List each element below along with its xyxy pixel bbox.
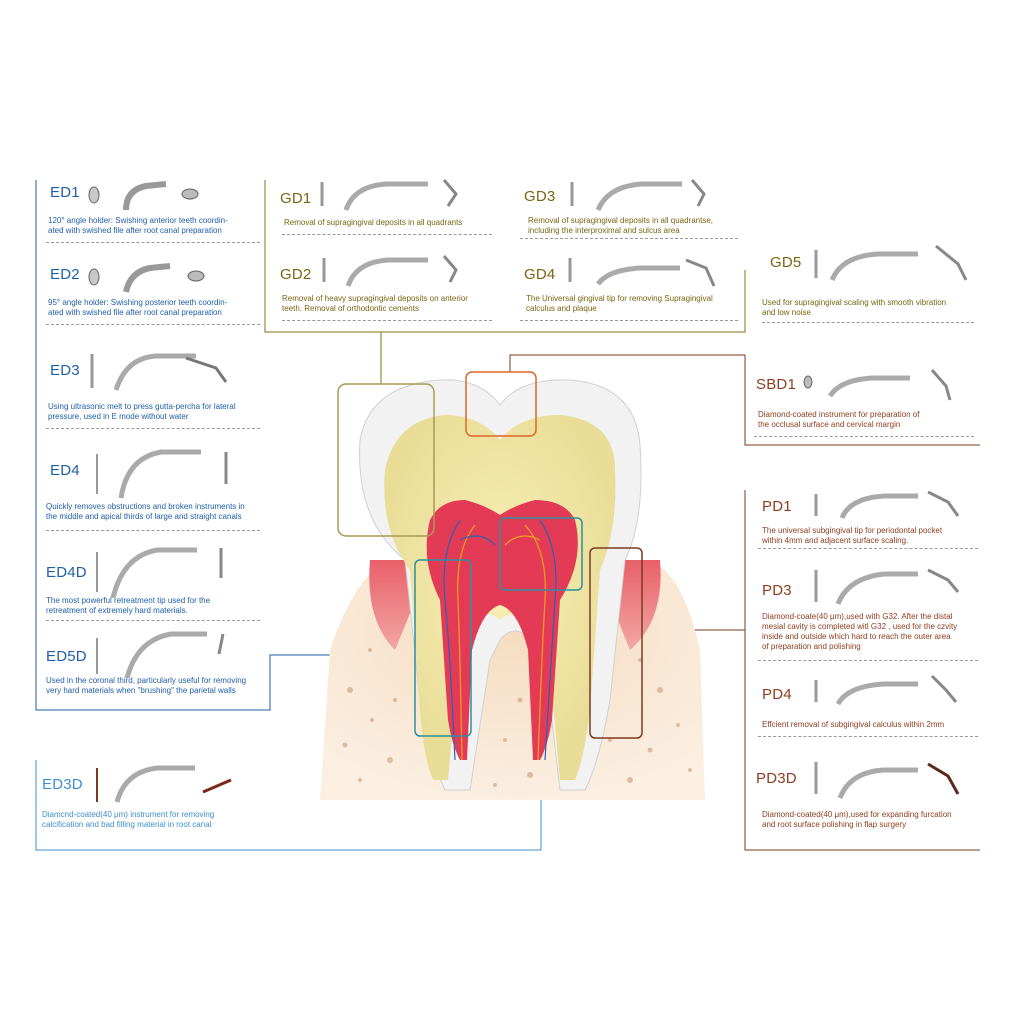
scaler-tip-icon: [322, 255, 458, 287]
ed3d-item: ED3D Diamcnd-coated(40 μm) instrument fo…: [36, 760, 296, 840]
gd4-item: GD4 The Universal gingival tip for remov…: [520, 252, 746, 324]
tip-code: ED5D: [46, 648, 87, 665]
gd1-item: GD1 Removal of supragingival deposits in…: [276, 176, 496, 240]
gd3-item: GD3 Removal of supragingival deposits in…: [520, 176, 746, 242]
scaler-tip-icon: [814, 490, 960, 520]
tip-code: GD5: [770, 254, 802, 271]
tip-description: Used for supragingival scaling with smoo…: [762, 298, 947, 317]
tip-code: GD3: [524, 188, 556, 205]
tip-code: GD1: [280, 190, 312, 207]
tip-code: ED1: [50, 184, 80, 201]
tip-code: SBD1: [756, 376, 796, 393]
scaler-tip-icon: [96, 449, 228, 499]
tip-description: Quickly removes obstructions and broken …: [46, 502, 245, 521]
tip-description: The universal subgingival tip for period…: [762, 526, 943, 545]
pd1-item: PD1 The universal subgingival tip for pe…: [752, 484, 978, 552]
tip-description: Using ultrasonic melt to press gutta-per…: [48, 402, 236, 421]
tip-description: Removal of supragingival deposits in all…: [284, 218, 463, 227]
ed3-item: ED3 Using ultrasonic melt to press gutta…: [36, 346, 266, 430]
scaler-tip-icon: [814, 244, 968, 282]
sbd1-item: SBD1 Diamond-coated instrument for prepa…: [748, 362, 978, 442]
pd3-item: PD3 Diamond-coate(40 μm),used with G32. …: [752, 560, 978, 664]
scaler-tip-icon: [803, 369, 952, 401]
tip-description: Diamond-coate(40 μm),used with G32. Afte…: [762, 612, 958, 651]
tip-description: The Universal gingival tip for removing …: [526, 294, 713, 313]
scaler-tip-icon: [568, 258, 716, 287]
tip-description: Diamond-coated instrument for preparatio…: [758, 410, 920, 429]
scaler-tip-icon: [814, 762, 960, 800]
ed2-item: ED2 95° angle holder: Swishing posterior…: [36, 262, 266, 326]
tip-description: Used in the coronal third, particularly …: [46, 676, 247, 695]
scaler-tip-icon: [96, 765, 232, 803]
tip-code: ED4: [50, 462, 80, 479]
ed4d-item: ED4D The most powerful retreatment tip u…: [36, 540, 266, 624]
tip-code: ED2: [50, 266, 80, 283]
tip-description: 95° angle holder: Swishing posterior tee…: [48, 298, 228, 317]
gd2-item: GD2 Removal of heavy supragingival depos…: [276, 252, 496, 324]
pd3d-item: PD3D Diamond-coated(40 μm),used for expa…: [752, 752, 978, 842]
tip-description: 120° angle holder: Swishing anterior tee…: [48, 216, 228, 235]
scaler-tip-icon: [570, 179, 706, 212]
scaler-tip-icon: [814, 568, 960, 606]
scaler-tip-icon: [96, 547, 223, 598]
angle-holder-icon: [88, 263, 205, 293]
tip-code: GD2: [280, 266, 312, 283]
tip-description: Diamond-coated(40 μm),used for expanding…: [762, 810, 952, 829]
tip-code: ED3: [50, 362, 80, 379]
tip-code: PD4: [762, 686, 792, 703]
gd5-item: GD5 Used for supragingival scaling with …: [758, 240, 978, 324]
tip-description: Removal of supragingival deposits in all…: [528, 216, 713, 235]
tip-description: Removal of heavy supragingival deposits …: [282, 294, 468, 313]
scaler-tip-icon: [320, 179, 458, 211]
ed1-item: ED1 120° angle holder: Swishing anterior…: [36, 180, 266, 244]
tip-description: The most powerful retreatment tip used f…: [46, 596, 211, 615]
tip-code: PD3: [762, 582, 792, 599]
tip-code: PD1: [762, 498, 792, 515]
scaler-tip-icon: [96, 631, 225, 678]
ed4-item: ED4 Quickly removes obstructions and bro…: [36, 442, 270, 534]
scaler-tip-icon: [90, 353, 228, 391]
tip-code: ED4D: [46, 564, 87, 581]
tip-description: Effcient removal of subgingival calculus…: [762, 720, 945, 729]
tip-description: Diamcnd-coated(40 μm) instrument for rem…: [42, 810, 215, 829]
tip-code: PD3D: [756, 770, 797, 787]
ed5d-item: ED5D Used in the coronal third, particul…: [36, 626, 272, 706]
angle-holder-icon: [88, 181, 199, 211]
tip-code: ED3D: [42, 776, 83, 793]
tip-code: GD4: [524, 266, 556, 283]
pd4-item: PD4 Effcient removal of subgingival calc…: [752, 670, 978, 738]
scaler-tip-icon: [814, 674, 958, 706]
